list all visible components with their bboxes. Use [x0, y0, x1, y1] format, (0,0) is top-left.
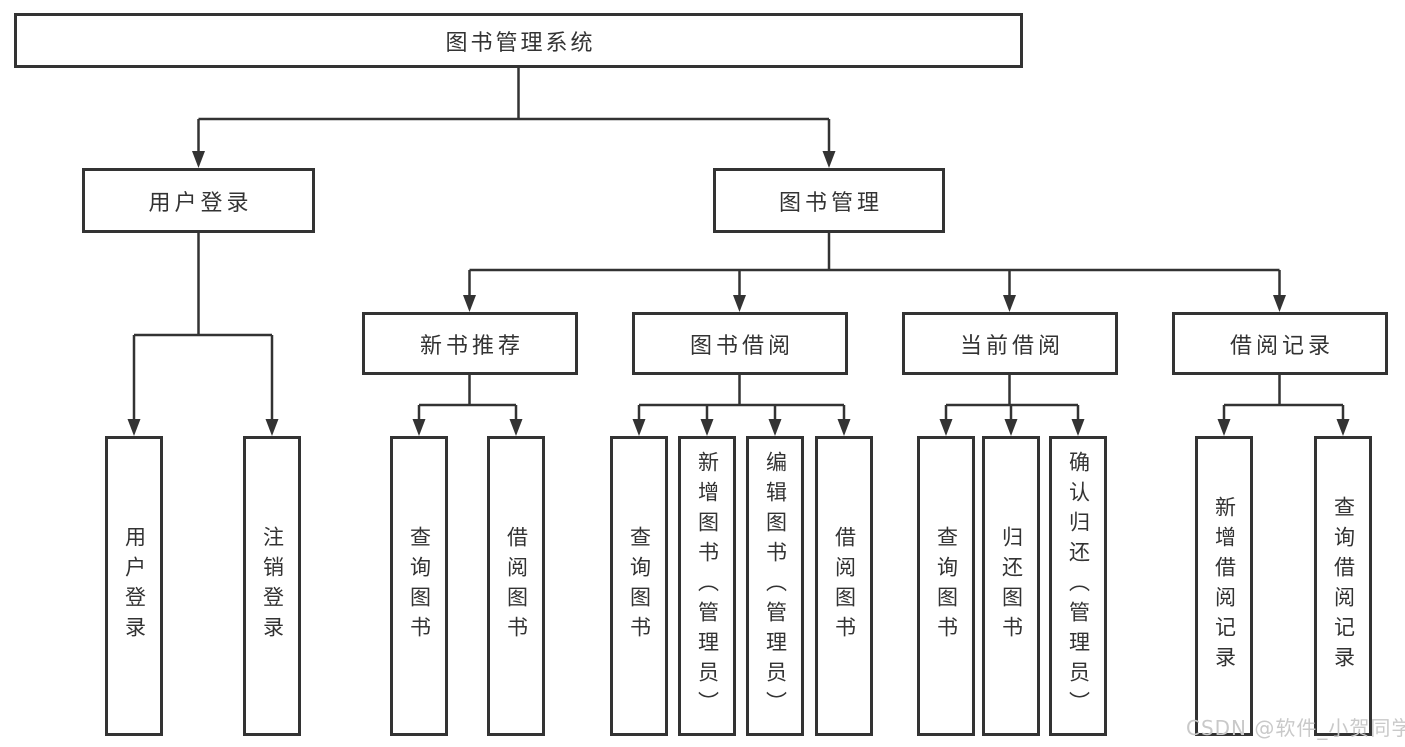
node-label: 当前借阅	[959, 333, 1064, 359]
node-label: 借阅图书	[832, 526, 857, 646]
leaf-query-books-borrowing: 查询图书	[610, 436, 668, 736]
node-label: 查询图书	[627, 526, 652, 646]
node-label: 新增图书（管理员）	[695, 451, 720, 721]
node-label: 图书借阅	[689, 333, 794, 359]
node-new-book-recommend: 新书推荐	[362, 312, 578, 375]
node-book-borrowing: 图书借阅	[632, 312, 848, 375]
leaf-edit-book-admin: 编辑图书（管理员）	[746, 436, 804, 736]
node-label: 注销登录	[260, 526, 285, 646]
node-label: 图书管理系统	[445, 30, 596, 56]
node-label: 借阅图书	[504, 526, 529, 646]
leaf-borrow-books: 借阅图书	[815, 436, 873, 736]
connector-arrowheads	[127, 151, 1350, 436]
leaf-add-book-admin: 新增图书（管理员）	[678, 436, 736, 736]
node-label: 图书管理	[778, 190, 883, 216]
leaf-query-borrow-record: 查询借阅记录	[1314, 436, 1372, 736]
node-label: 用户登录	[148, 190, 253, 216]
leaf-borrow-books-recommend: 借阅图书	[487, 436, 545, 736]
node-label: 查询借阅记录	[1331, 496, 1356, 676]
node-label: 用户登录	[122, 526, 147, 646]
leaf-query-books-recommend: 查询图书	[390, 436, 448, 736]
leaf-add-borrow-record: 新增借阅记录	[1195, 436, 1253, 736]
node-label: 编辑图书（管理员）	[763, 451, 788, 721]
node-book-management: 图书管理	[713, 168, 945, 233]
node-label: 借阅记录	[1229, 333, 1334, 359]
leaf-user-login: 用户登录	[105, 436, 163, 736]
node-borrowing-records: 借阅记录	[1172, 312, 1388, 375]
node-label: 归还图书	[999, 526, 1024, 646]
node-label: 查询图书	[934, 526, 959, 646]
leaf-confirm-return-admin: 确认归还（管理员）	[1049, 436, 1107, 736]
node-user-login: 用户登录	[82, 168, 315, 233]
leaf-query-books-current: 查询图书	[917, 436, 975, 736]
csdn-watermark: CSDN @软件_小贺同学	[1186, 716, 1405, 740]
node-label: 新书推荐	[419, 333, 524, 359]
leaf-return-book: 归还图书	[982, 436, 1040, 736]
node-library-management-system: 图书管理系统	[14, 13, 1023, 68]
node-label: 确认归还（管理员）	[1066, 451, 1091, 721]
node-current-borrowing: 当前借阅	[902, 312, 1118, 375]
node-label: 查询图书	[407, 526, 432, 646]
node-label: 新增借阅记录	[1212, 496, 1237, 676]
leaf-logout: 注销登录	[243, 436, 301, 736]
connector-strokes	[132, 66, 1345, 421]
